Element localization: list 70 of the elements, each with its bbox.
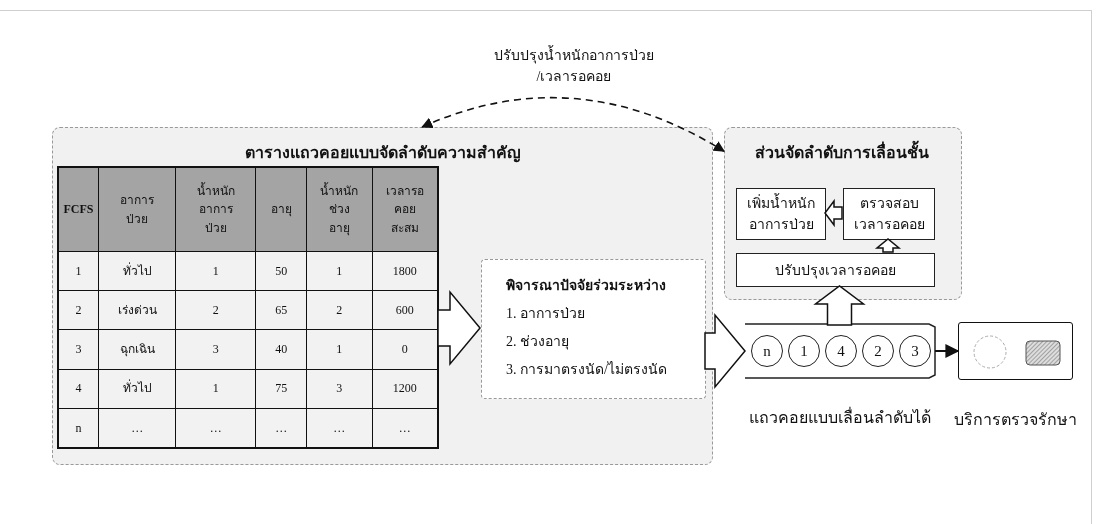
- table-cell: 1: [176, 369, 256, 408]
- table-cell: 1: [307, 330, 372, 369]
- queue-number: n: [763, 342, 771, 360]
- table-header-cell: น้ำหนัก อาการ ป่วย: [176, 168, 256, 251]
- table-cell: 1800: [372, 252, 437, 291]
- block-arrow: [813, 285, 866, 326]
- table-cell: ทั่วไป: [99, 252, 176, 291]
- queue-item-circle: [862, 335, 894, 367]
- table-cell: 50: [256, 252, 307, 291]
- step-text: ปรับปรุงเวลารอคอย: [774, 261, 897, 281]
- panel-title: ตารางแถวคอยแบบจัดลำดับความสำคัญ: [243, 143, 522, 165]
- queue-item-circle: [899, 335, 931, 367]
- table-cell: 3: [59, 330, 99, 369]
- table-cell: 65: [256, 291, 307, 330]
- table-cell: 600: [372, 291, 437, 330]
- table-header-cell: น้ำหนัก ช่วง อายุ: [307, 168, 372, 251]
- table-cell: 2: [59, 291, 99, 330]
- arrow: [934, 344, 960, 358]
- queue-number: 2: [874, 342, 882, 360]
- table-header-cell: อาการ ป่วย: [99, 168, 176, 251]
- factor-item: 1. อาการป่วย: [506, 305, 586, 323]
- table-cell: 3: [176, 330, 256, 369]
- queue-number: 4: [837, 342, 845, 360]
- dashed-arrow: [421, 96, 725, 152]
- table-header-cell: อายุ: [256, 168, 307, 251]
- table-cell: ทั่วไป: [99, 369, 176, 408]
- table-cell: 0: [372, 330, 437, 369]
- table-cell: 3: [307, 369, 372, 408]
- queue-item-circle: [825, 335, 857, 367]
- table-cell: …: [256, 408, 307, 447]
- table-cell: 2: [307, 291, 372, 330]
- factor-item: 2. ช่วงอายุ: [506, 333, 570, 352]
- table-cell: 1200: [372, 369, 437, 408]
- process-box: [736, 253, 935, 287]
- table-cell: ฉุกเฉิน: [99, 330, 176, 369]
- queue-item-circle: [751, 335, 783, 367]
- table-cell: 40: [256, 330, 307, 369]
- table-cell: …: [372, 408, 437, 447]
- table-cell: 2: [176, 291, 256, 330]
- process-box: [843, 188, 935, 240]
- table-cell: 1: [307, 252, 372, 291]
- table-cell: …: [176, 408, 256, 447]
- table-header-cell: FCFS: [59, 168, 99, 251]
- table-cell: 4: [59, 369, 99, 408]
- block-arrow: [874, 238, 902, 253]
- group-panel: [52, 127, 713, 465]
- queue-number: 1: [800, 342, 808, 360]
- table-cell: …: [307, 408, 372, 447]
- table-cell: เร่งด่วน: [99, 291, 176, 330]
- group-panel: [724, 127, 962, 300]
- block-arrow: [437, 289, 481, 367]
- step-text: ตรวจสอบ เวลารอคอย: [852, 195, 926, 234]
- block-arrow: [704, 312, 746, 390]
- factor-item: 3. การมาตรงนัด/ไม่ตรงนัด: [506, 360, 668, 379]
- panel-title: ส่วนจัดลำดับการเลื่อนชั้น: [755, 140, 961, 165]
- queue-number: 3: [911, 342, 919, 360]
- node-caption: บริการตรวจรักษา: [954, 410, 1077, 430]
- table-cell: 75: [256, 369, 307, 408]
- queue-item-circle: [788, 335, 820, 367]
- step-text: เพิ่มน้ำหนัก อาการป่วย: [737, 193, 825, 235]
- factor-box: [481, 259, 706, 399]
- table-cell: n: [59, 408, 99, 447]
- block-arrow: [824, 198, 843, 228]
- node-caption: แถวคอยแบบเลื่อนลำดับได้: [749, 406, 931, 428]
- table-cell: 1: [176, 252, 256, 291]
- factor-heading: พิจารณาปัจจัยร่วมระหว่าง: [506, 277, 667, 295]
- table-cell: …: [99, 408, 176, 447]
- priority-table: [57, 166, 439, 449]
- table-header-cell: เวลารอ คอย สะสม: [372, 168, 437, 251]
- table-cell: 1: [59, 252, 99, 291]
